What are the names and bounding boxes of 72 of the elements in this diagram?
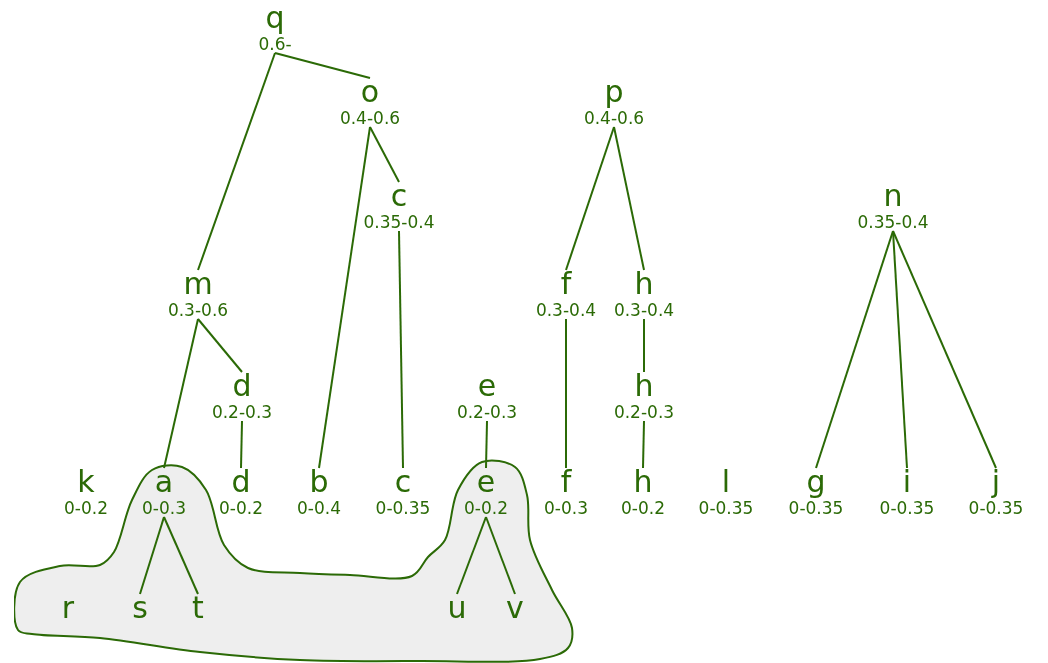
range-label: 0.6- [258, 34, 292, 54]
range-label: 0.2-0.3 [613, 402, 675, 422]
tree-edge [274, 52, 371, 79]
node-letter: l [721, 466, 731, 498]
tree-edge [139, 516, 165, 595]
node-letter: h [634, 370, 654, 402]
tree-edge [398, 230, 404, 469]
tree-edge [197, 52, 276, 271]
node-letter: a [154, 466, 174, 498]
node-letter: g [806, 466, 826, 498]
node-letter: e [476, 466, 496, 498]
range-label: 0-0.3 [142, 498, 186, 518]
node-letter: e [477, 370, 497, 402]
node-letter: h [633, 466, 653, 498]
node-letter: p [604, 76, 624, 108]
range-label: 0.3-0.4 [535, 300, 597, 320]
tree-edge [892, 230, 908, 469]
node-letter: r [61, 592, 75, 624]
range-label: 0.2-0.3 [211, 402, 273, 422]
range-label: 0-0.35 [375, 498, 431, 518]
tree-edge [613, 126, 645, 271]
range-label: 0.3-0.6 [167, 300, 229, 320]
range-label: 0-0.2 [219, 498, 263, 518]
node-letter: f [560, 268, 572, 300]
tree-edge [565, 318, 567, 469]
range-label: 0-0.2 [464, 498, 508, 518]
range-label: 0-0.35 [968, 498, 1024, 518]
tree-edge [163, 318, 199, 469]
node-letter: m [183, 268, 213, 300]
range-label: 0.2-0.3 [456, 402, 518, 422]
node-letter: d [232, 370, 252, 402]
tree-edge [642, 420, 645, 469]
tree-edge [197, 318, 243, 373]
node-letter: o [360, 76, 380, 108]
node-letter: c [394, 466, 412, 498]
node-letter: i [902, 466, 912, 498]
node-letter: u [447, 592, 467, 624]
node-letter: s [132, 592, 148, 624]
node-letter: b [309, 466, 329, 498]
range-label: 0-0.35 [879, 498, 935, 518]
tree-edge [240, 420, 243, 469]
node-letter: h [634, 268, 654, 300]
tree-edge [369, 126, 400, 183]
node-letter: k [77, 466, 95, 498]
tree-edge [643, 318, 645, 373]
node-letter: j [991, 466, 1001, 498]
node-letter: t [192, 592, 204, 624]
range-label: 0-0.35 [698, 498, 754, 518]
node-letter: c [390, 180, 408, 212]
node-letter: q [265, 2, 285, 34]
range-label: 0-0.4 [297, 498, 341, 518]
tree-edge [456, 516, 487, 595]
range-label: 0-0.3 [544, 498, 588, 518]
range-label: 0-0.35 [788, 498, 844, 518]
node-letter: f [560, 466, 572, 498]
node-letter: d [231, 466, 251, 498]
range-label: 0.3-0.4 [613, 300, 675, 320]
tree-edge [485, 516, 516, 595]
tree-edge [485, 420, 488, 469]
node-letter: v [506, 592, 524, 624]
tree-edge [318, 126, 371, 469]
range-label: 0.4-0.6 [583, 108, 645, 128]
tree-edge [892, 230, 997, 469]
range-label: 0.4-0.6 [339, 108, 401, 128]
range-label: 0.35-0.4 [363, 212, 435, 232]
tree-edge [163, 516, 199, 595]
range-label: 0.35-0.4 [857, 212, 929, 232]
range-label: 0-0.2 [64, 498, 108, 518]
tree-edge [565, 126, 615, 271]
range-label: 0-0.2 [621, 498, 665, 518]
tree-edge [815, 230, 894, 469]
node-letter: n [883, 180, 903, 212]
